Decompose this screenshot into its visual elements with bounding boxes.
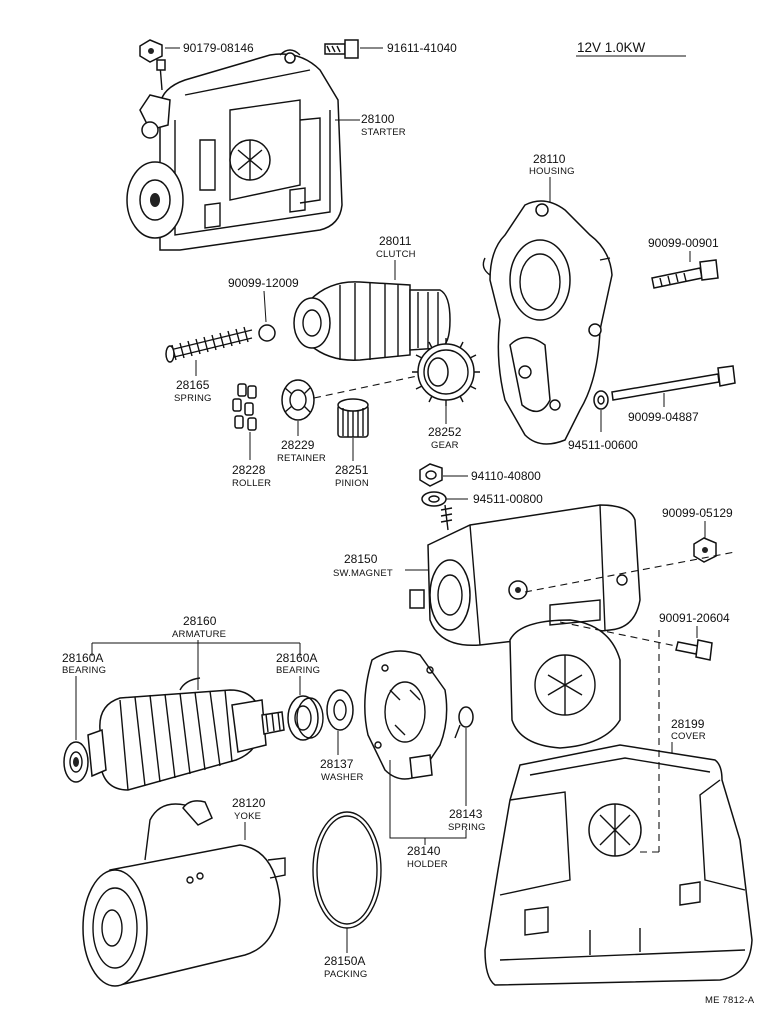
label-94110-40800: 94110-40800 xyxy=(471,469,541,483)
bolt-90099-00901-drawing xyxy=(651,259,719,289)
label-28165-number: 28165 xyxy=(176,378,210,392)
label-28143-name: SPRING xyxy=(448,822,486,833)
label-91611-41040: 91611-41040 xyxy=(387,41,457,55)
nut-90179-drawing xyxy=(139,39,163,63)
label-28228-name: ROLLER xyxy=(232,478,271,489)
label-28120-number: 28120 xyxy=(232,796,266,810)
washer-94511-00800-drawing xyxy=(421,491,447,507)
label-28160A-left-name: BEARING xyxy=(62,665,106,676)
label-28160-name: ARMATURE xyxy=(172,629,226,640)
armature-28160-drawing xyxy=(87,677,285,791)
label-28251-name: PINION xyxy=(335,478,369,489)
label-28199-name: COVER xyxy=(671,731,706,742)
label-28252-number: 28252 xyxy=(428,425,462,439)
label-28110-name: HOUSING xyxy=(529,166,575,177)
bolt-90091-20604-drawing xyxy=(675,639,713,661)
label-28229-number: 28229 xyxy=(281,438,315,452)
nut-94110-40800-drawing xyxy=(419,463,443,487)
label-28160-number: 28160 xyxy=(183,614,217,628)
label-28160A-right-name: BEARING xyxy=(276,665,320,676)
washer-94511-00600-drawing xyxy=(593,390,609,410)
diagram-title: 12V 1.0KW xyxy=(577,40,646,55)
holder-28140-drawing xyxy=(364,650,448,780)
label-28251-number: 28251 xyxy=(335,463,369,477)
label-28140-number: 28140 xyxy=(407,844,441,858)
sw-magnet-28150-drawing xyxy=(409,504,641,749)
label-28160A-right-number: 28160A xyxy=(276,651,317,665)
label-90091-20604: 90091-20604 xyxy=(659,611,730,625)
label-28150-number: 28150 xyxy=(344,552,378,566)
label-28229-name: RETAINER xyxy=(277,453,326,464)
label-28011-number: 28011 xyxy=(379,234,412,248)
label-28143-number: 28143 xyxy=(449,807,483,821)
bolt-90099-04887-drawing xyxy=(611,365,736,401)
label-28100-name: STARTER xyxy=(361,127,406,138)
clutch-drawing xyxy=(293,281,451,361)
label-28150A-name: PACKING xyxy=(324,969,367,980)
label-90099-00901: 90099-00901 xyxy=(648,236,719,250)
label-28228-number: 28228 xyxy=(232,463,266,477)
label-94511-00600: 94511-00600 xyxy=(568,438,638,452)
reference-code: ME 7812-A xyxy=(705,995,755,1006)
housing-drawing xyxy=(482,200,613,445)
washer-28137-drawing xyxy=(326,689,354,731)
bearing-28160A-right-drawing xyxy=(287,695,324,741)
label-90179-08146: 90179-08146 xyxy=(183,41,254,55)
label-28150A-number: 28150A xyxy=(324,954,365,968)
label-90099-05129: 90099-05129 xyxy=(662,506,733,520)
label-28100-number: 28100 xyxy=(361,112,395,126)
label-28011-name: CLUTCH xyxy=(376,249,416,260)
label-28120-name: YOKE xyxy=(234,811,261,822)
pinion-28251-drawing xyxy=(337,398,369,438)
rollers-28228-drawing xyxy=(232,383,257,431)
label-28252-name: GEAR xyxy=(431,440,459,451)
bearing-28160A-left-drawing xyxy=(63,741,89,783)
cover-28199-drawing xyxy=(484,744,753,986)
ball-90099-12009-drawing xyxy=(258,324,276,342)
label-28140-name: HOLDER xyxy=(407,859,448,870)
label-28160A-left-number: 28160A xyxy=(62,651,103,665)
label-28150-name: SW.MAGNET xyxy=(333,568,393,579)
nut-90099-05129-drawing xyxy=(693,537,717,563)
gear-28252-drawing xyxy=(412,338,480,406)
label-28199-number: 28199 xyxy=(671,717,705,731)
yoke-28120-drawing xyxy=(82,800,286,987)
packing-28150A-drawing xyxy=(312,811,382,929)
retainer-28229-drawing xyxy=(281,379,315,421)
spring-28143-drawing xyxy=(454,706,474,739)
label-90099-12009: 90099-12009 xyxy=(228,276,299,290)
label-28137-number: 28137 xyxy=(320,757,354,771)
label-28137-name: WASHER xyxy=(321,772,364,783)
label-90099-04887: 90099-04887 xyxy=(628,410,699,424)
bolt-91611-drawing xyxy=(324,39,359,59)
starter-assembly-drawing xyxy=(126,49,343,251)
label-28110-number: 28110 xyxy=(533,152,566,166)
label-94511-00800: 94511-00800 xyxy=(473,492,543,506)
label-28165-name: SPRING xyxy=(174,393,212,404)
spring-28165-drawing xyxy=(165,326,253,363)
